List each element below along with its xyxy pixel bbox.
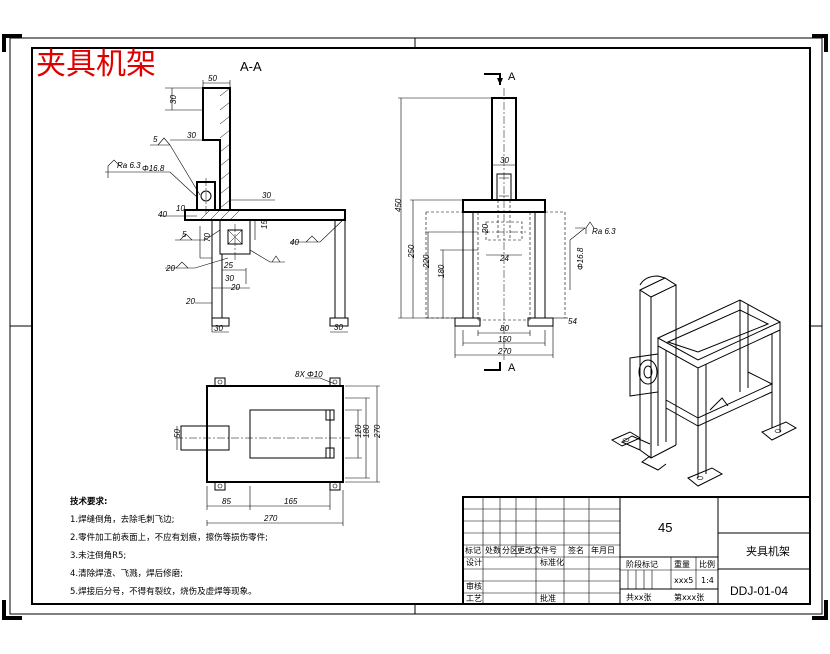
dim-10: 10 [176, 204, 185, 213]
tb-rev-date: 年月日 [591, 545, 615, 555]
svg-text:5: 5 [182, 230, 187, 239]
dim-54: 54 [568, 317, 577, 326]
dim-30-mid: 30 [187, 131, 196, 140]
dim-150: 150 [498, 335, 512, 344]
dim-450: 450 [394, 198, 403, 212]
dim-30-foot: 30 [334, 323, 343, 332]
dim-270-bottom: 270 [263, 514, 278, 523]
notes-heading: 技术要求: [70, 496, 107, 507]
dim-20-low: 20 [230, 283, 240, 292]
technical-notes: 技术要求: 1.焊缝倒角，去除毛刺飞边; 2.零件加工前表面上，不应有划痕，擦伤… [70, 496, 268, 597]
note-3: 3.未注倒角R5; [70, 550, 126, 561]
dim-165: 165 [284, 497, 298, 506]
dim-30-post: 30 [500, 156, 509, 165]
tb-scale-value: 1:4 [701, 576, 714, 585]
tb-approve: 批准 [540, 593, 556, 603]
tb-drawing-name: 夹具机架 [746, 544, 790, 558]
tb-process: 工艺 [466, 594, 482, 603]
tb-rev-count: 处数 [485, 545, 501, 555]
dim-85: 85 [222, 497, 231, 506]
dim-30-right: 30 [262, 191, 271, 200]
holes-callout: 8X Φ10 [295, 370, 323, 379]
svg-text:15: 15 [260, 220, 269, 229]
dim-220: 220 [422, 254, 431, 269]
isometric-view [610, 275, 798, 487]
svg-text:40: 40 [290, 238, 299, 247]
svg-text:A: A [508, 362, 516, 374]
tb-weight-label: 重量 [674, 559, 690, 569]
note-2: 2.零件加工前表面上，不应有划痕，擦伤等损伤零件; [70, 532, 268, 543]
tol-bore: Φ16.8 [142, 164, 165, 173]
tb-sheet-no: 第xxx张 [674, 592, 704, 602]
note-4: 4.清除焊渣、飞溅，焊后修磨; [70, 568, 183, 579]
top-view: 8X Φ10 50 120 180 270 85 165 270 [173, 370, 382, 526]
weld-size-1: 5 [153, 135, 158, 144]
tb-rev-doc: 更改文件号 [517, 545, 557, 555]
dim-180: 180 [437, 264, 446, 278]
bore-front: Φ16.8 [576, 247, 585, 270]
dim-270-front: 270 [497, 347, 512, 356]
dim-25: 25 [223, 261, 233, 270]
tb-review: 审核 [466, 581, 482, 591]
dim-180-top: 180 [362, 424, 371, 438]
tb-scale-label: 比例 [699, 559, 715, 569]
tb-rev-mark: 标记 [465, 545, 481, 555]
outer-border [9, 37, 823, 615]
tb-rev-zone: 分区 [502, 546, 518, 555]
dim-20-front: 20 [481, 224, 490, 234]
red-title: 夹具机架 [36, 47, 156, 82]
tb-sheets: 共xx张 [626, 593, 651, 602]
dim-70: 70 [203, 233, 212, 242]
dim-40: 40 [158, 210, 167, 219]
dim-30-top: 30 [169, 95, 178, 104]
note-1: 1.焊缝倒角，去除毛刺飞边; [70, 514, 174, 525]
section-label: A-A [240, 59, 262, 74]
section-arrow-top: A [508, 71, 516, 83]
dim-30-low: 30 [225, 274, 234, 283]
tb-rev-sign: 签名 [568, 545, 584, 555]
tb-design: 设计 [466, 557, 482, 567]
tb-standardize: 标准化 [540, 557, 564, 567]
dim-20-left: 20 [185, 297, 195, 306]
title-block: 标记 处数 分区 更改文件号 签名 年月日 设计 标准化 审核 工艺 批准 45… [462, 496, 811, 605]
dim-24: 24 [499, 254, 509, 263]
dim-50: 50 [208, 74, 217, 83]
center-marks [10, 38, 822, 614]
dim-250: 250 [407, 244, 416, 259]
tb-stage-label: 阶段标记 [626, 559, 658, 569]
tb-drawing-number: DDJ-01-04 [730, 584, 788, 598]
dim-50-top: 50 [173, 429, 182, 438]
roughness-front: Ra 6.3 [592, 227, 616, 236]
svg-text:30: 30 [214, 324, 223, 333]
svg-text:20: 20 [165, 264, 175, 273]
dim-270-side: 270 [373, 424, 382, 439]
section-view-aa: A-A [105, 59, 349, 333]
dim-80: 80 [500, 324, 509, 333]
note-5: 5.焊接后分号，不得有裂纹，烧伤及虚焊等现象。 [70, 586, 257, 597]
front-view: A A 450 30 250 220 18 [394, 71, 616, 374]
tb-weight-value: xxx5 [674, 576, 693, 585]
roughness-1: Ra 6.3 [117, 161, 141, 170]
tb-material: 45 [658, 520, 672, 535]
corner-marks [2, 34, 828, 620]
dim-120: 120 [354, 424, 363, 438]
